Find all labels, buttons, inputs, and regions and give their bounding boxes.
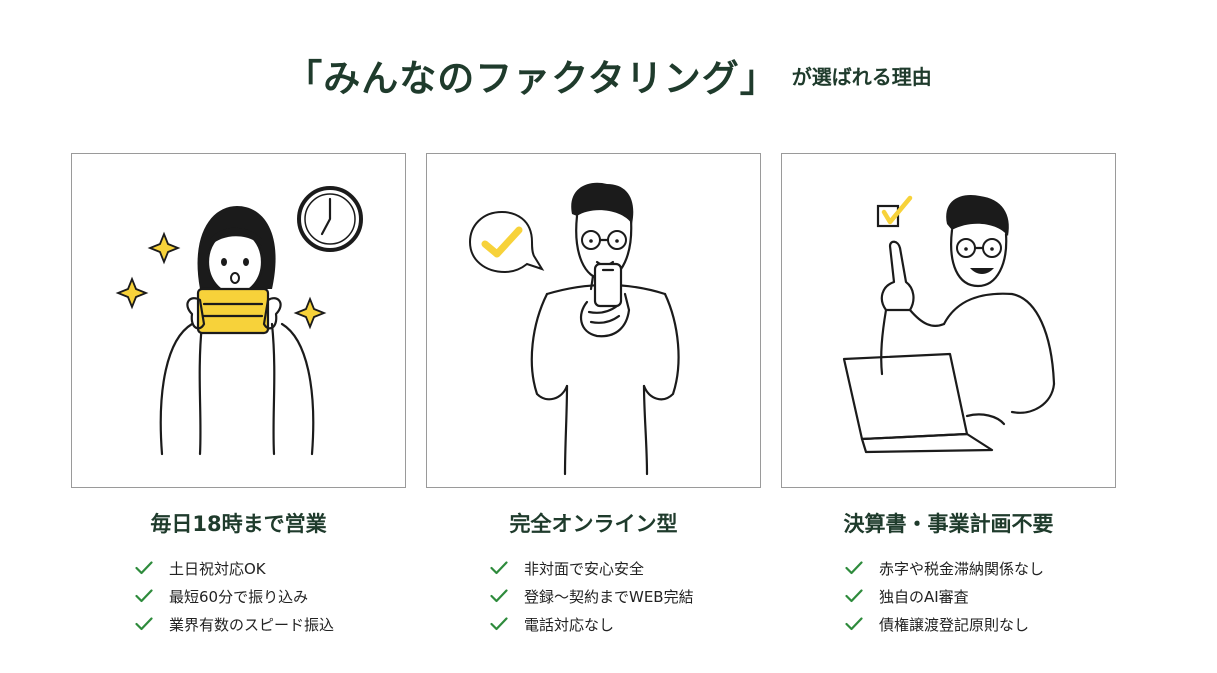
feature-list: 赤字や税金滞納関係なし 独自のAI審査 債権譲渡登記原則なし xyxy=(781,554,1116,638)
reason-card-hours: 毎日18時まで営業 土日祝対応OK 最短60分で振り込み 業界有数のスピード振込 xyxy=(71,153,406,638)
check-icon xyxy=(845,561,863,575)
feature-text: 最短60分で振り込み xyxy=(169,587,309,606)
reason-card-no-documents: 決算書・事業計画不要 赤字や税金滞納関係なし 独自のAI審査 債権譲渡登記原則な… xyxy=(781,153,1116,638)
section-heading: 「みんなのファクタリング」が選ばれる理由 xyxy=(0,48,1217,102)
feature-item: 赤字や税金滞納関係なし xyxy=(845,554,1116,582)
check-icon xyxy=(135,617,153,631)
man-laptop-illustration xyxy=(781,153,1116,488)
card-title: 決算書・事業計画不要 xyxy=(843,512,1054,536)
card-title: 完全オンライン型 xyxy=(509,512,678,536)
feature-item: 非対面で安心安全 xyxy=(490,554,761,582)
heading-suffix: が選ばれる理由 xyxy=(791,64,932,89)
feature-item: 業界有数のスピード振込 xyxy=(135,610,406,638)
man-smartphone-icon xyxy=(468,182,680,476)
feature-text: 非対面で安心安全 xyxy=(524,559,645,578)
feature-list: 土日祝対応OK 最短60分で振り込み 業界有数のスピード振込 xyxy=(71,554,406,638)
feature-list: 非対面で安心安全 登録〜契約までWEB完結 電話対応なし xyxy=(426,554,761,638)
woman-tablet-icon xyxy=(115,186,363,456)
feature-text: 業界有数のスピード振込 xyxy=(169,615,335,634)
feature-text: 登録〜契約までWEB完結 xyxy=(524,587,694,606)
check-icon xyxy=(135,589,153,603)
feature-text: 独自のAI審査 xyxy=(879,587,969,606)
man-laptop-icon xyxy=(842,194,1056,454)
check-icon xyxy=(490,617,508,631)
feature-text: 赤字や税金滞納関係なし xyxy=(879,559,1045,578)
check-icon xyxy=(490,589,508,603)
feature-text: 電話対応なし xyxy=(524,615,615,634)
reason-card-online: 完全オンライン型 非対面で安心安全 登録〜契約までWEB完結 電話対応なし xyxy=(426,153,761,638)
check-icon xyxy=(135,561,153,575)
check-icon xyxy=(845,589,863,603)
check-icon xyxy=(845,617,863,631)
feature-text: 債権譲渡登記原則なし xyxy=(879,615,1030,634)
feature-item: 電話対応なし xyxy=(490,610,761,638)
feature-item: 債権譲渡登記原則なし xyxy=(845,610,1116,638)
feature-item: 最短60分で振り込み xyxy=(135,582,406,610)
feature-item: 登録〜契約までWEB完結 xyxy=(490,582,761,610)
feature-text: 土日祝対応OK xyxy=(169,559,266,578)
card-title: 毎日18時まで営業 xyxy=(150,512,327,536)
check-icon xyxy=(490,561,508,575)
feature-item: 独自のAI審査 xyxy=(845,582,1116,610)
feature-item: 土日祝対応OK xyxy=(135,554,406,582)
woman-tablet-illustration xyxy=(71,153,406,488)
heading-brand: 「みんなのファクタリング」 xyxy=(285,57,778,100)
man-smartphone-illustration xyxy=(426,153,761,488)
